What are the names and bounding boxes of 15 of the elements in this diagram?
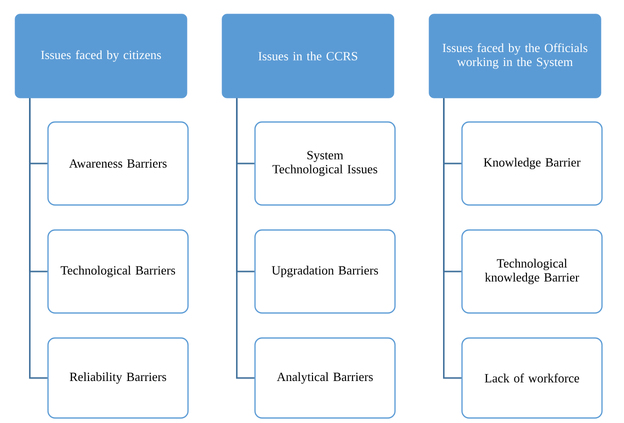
connector-line <box>29 98 48 379</box>
category-box: Issues faced by citizens <box>14 14 188 98</box>
issue-box: System Technological Issues <box>254 121 396 206</box>
issue-box: Technological knowledge Barrier <box>461 229 603 314</box>
issue-box: Upgradation Barriers <box>254 229 396 314</box>
category-box: Issues faced by the Officials working in the System <box>428 14 602 98</box>
issue-box: Analytical Barriers <box>254 337 396 419</box>
connector-line <box>236 98 254 379</box>
issue-box: Knowledge Barrier <box>461 121 603 206</box>
issue-box: Lack of workforce <box>461 337 603 419</box>
connector-line <box>443 98 462 379</box>
category-box: Issues in the CCRS <box>222 14 394 98</box>
issue-box: Awareness Barriers <box>47 121 189 206</box>
issue-box: Technological Barriers <box>47 229 189 314</box>
issue-box: Reliability Barriers <box>47 337 189 419</box>
